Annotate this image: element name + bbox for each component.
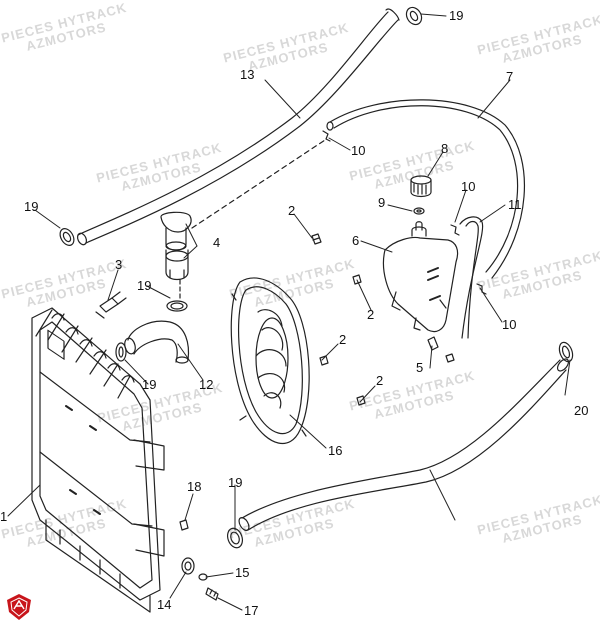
callout-4: 4 (213, 235, 221, 250)
part-14-grommet (181, 557, 195, 575)
alignment-dashed-line (191, 139, 326, 229)
callout-10: 10 (351, 143, 366, 158)
callout-11: 11 (508, 197, 522, 212)
callout-9: 9 (378, 195, 386, 210)
part-1-radiator (31, 307, 165, 613)
azmotors-logo (7, 594, 31, 620)
leader-lines (7, 13, 571, 611)
part-3-temperature-sensor (95, 291, 127, 319)
callout-15: 15 (235, 565, 250, 580)
part-19-hose-clamp (59, 228, 75, 246)
callout-2: 2 (339, 332, 347, 347)
part-19-hose-clamp (166, 300, 188, 312)
part-19-hose-clamp (405, 6, 423, 26)
callout-3: 3 (115, 257, 123, 272)
callout-6: 6 (352, 233, 360, 248)
part-10-clip (322, 130, 487, 295)
callout-7: 7 (506, 69, 514, 84)
callout-12: 12 (199, 377, 214, 392)
part-2-bolt (311, 233, 366, 406)
callout-17: 17 (244, 603, 259, 618)
callout-19: 19 (449, 8, 464, 23)
callout-19: 19 (228, 475, 243, 490)
part-13-upper-hose (76, 8, 400, 246)
part-11-short-tube (459, 216, 484, 339)
part-18-screw (179, 519, 189, 531)
callout-18: 18 (187, 479, 202, 494)
part-12-elbow-hose (124, 320, 190, 364)
callout-14: 14 (157, 597, 172, 612)
part-20-lower-hose (238, 358, 570, 531)
callout-16: 16 (328, 443, 343, 458)
part-7-overflow-tube (326, 99, 526, 279)
callout-1: 1 (0, 509, 8, 524)
callout-5: 5 (416, 360, 424, 375)
callout-19: 20 (574, 403, 589, 418)
callout-10: 10 (502, 317, 517, 332)
callout-13: 13 (240, 67, 255, 82)
callout-2: 2 (376, 373, 384, 388)
callout-2: 2 (367, 307, 375, 322)
part-19-hose-clamp (226, 527, 244, 549)
callout-19: 19 (142, 377, 157, 392)
part-8-reservoir-cap (410, 175, 432, 198)
part-4-thermostat-housing (160, 211, 192, 281)
callout-10: 10 (461, 179, 476, 194)
part-9-washer (413, 207, 425, 215)
part-19-hose-clamp (115, 342, 127, 362)
callout-19: 19 (137, 278, 152, 293)
part-5-bolt (427, 336, 455, 363)
callout-8: 8 (441, 141, 449, 156)
part-16-cooling-fan (230, 277, 310, 445)
callout-2: 2 (288, 203, 296, 218)
callout-19: 19 (24, 199, 39, 214)
part-17-drain-bolt (205, 587, 219, 601)
part-6-reservoir-tank (382, 221, 459, 333)
